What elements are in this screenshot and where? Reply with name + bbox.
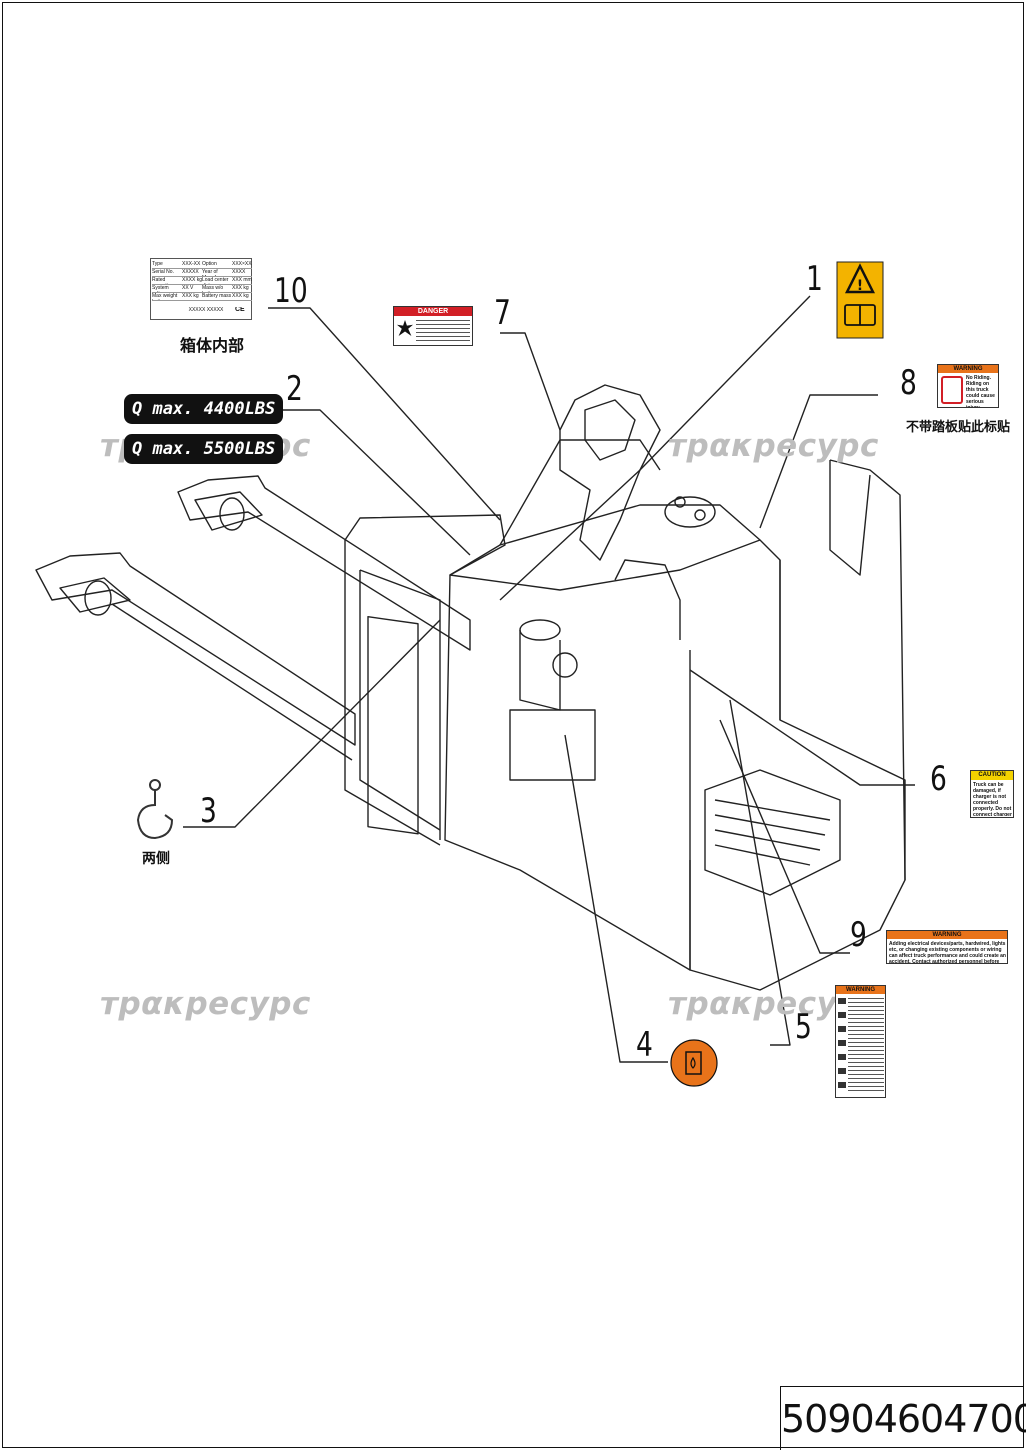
ce-mark: CE xyxy=(235,307,245,313)
nameplate-cell: XX V xyxy=(182,285,202,293)
nameplate-cell: Option xyxy=(202,261,232,269)
nameplate-cell: XXX kg xyxy=(232,285,252,293)
nameplate-cell: XXX-XX xyxy=(182,261,202,269)
caption-nameplate-location: 箱体内部 xyxy=(180,336,245,355)
caution-6-head: CAUTION xyxy=(971,771,1013,780)
callout-1: 1 xyxy=(806,259,823,299)
caption-no-pedal-note: 不带踏板贴此标贴 xyxy=(906,420,1011,435)
warning-5-head: WARNING xyxy=(836,986,885,994)
callout-9: 9 xyxy=(850,915,867,955)
danger-label: DANGER xyxy=(393,306,473,346)
nameplate-cell: XXXX kg xyxy=(182,277,202,285)
danger-label-head: DANGER xyxy=(394,307,472,316)
caution-6-body: Truck can be damaged, if charger is not … xyxy=(973,782,1012,816)
nameplate-cell: Serial No. xyxy=(152,269,182,277)
danger-text-lines xyxy=(416,320,470,342)
svg-text:!: ! xyxy=(857,278,863,294)
nameplate-cell: Rated capacity xyxy=(152,277,182,285)
warning-operation-label: WARNING xyxy=(835,985,886,1098)
nameplate-footer: XXXXX XXXXX xyxy=(188,307,224,313)
capacity-badge-5500: Q max. 5500LBS xyxy=(124,434,284,464)
nameplate-cell: System voltage xyxy=(152,285,182,293)
warning-9-head: WARNING xyxy=(887,931,1007,939)
no-riding-icon xyxy=(941,376,963,404)
nameplate-cell: Mass w/o battery xyxy=(202,285,232,293)
part-number: 509046047004 xyxy=(780,1386,1026,1450)
nameplate-cell: XXXXX xyxy=(182,269,202,277)
explosion-icon xyxy=(397,320,413,336)
callout-10: 10 xyxy=(274,271,308,311)
warning-8-body: No Riding. Riding on this truck could ca… xyxy=(966,375,995,407)
callout-8: 8 xyxy=(900,363,917,403)
nameplate-cell: XXX kg xyxy=(182,293,202,301)
nameplate-cell: Load center distance xyxy=(202,277,232,285)
callout-2: 2 xyxy=(286,369,303,409)
watermark: трακресурс xyxy=(100,986,311,1022)
nameplate-cell: Type xyxy=(152,261,182,269)
nameplate-cell: XXX×XXX xyxy=(232,261,252,269)
callout-3: 3 xyxy=(200,791,217,831)
callout-5: 5 xyxy=(795,1007,812,1047)
nameplate-cell: Max weight battery xyxy=(152,293,182,301)
nameplate-cell: Battery mass xyxy=(202,293,232,301)
pictogram-column xyxy=(838,998,846,1094)
warning-electrical-label: WARNING Adding electrical devices/parts,… xyxy=(886,930,1008,964)
callout-7: 7 xyxy=(494,293,511,333)
caution-charger-label: CAUTION Truck can be damaged, if charger… xyxy=(970,770,1014,818)
nameplate-cell: Year of Manuf. xyxy=(202,269,232,277)
warning-no-riding-label: WARNING No Riding. Riding on this truck … xyxy=(937,364,999,408)
nameplate-cell: XXX mm xyxy=(232,277,252,285)
callout-4: 4 xyxy=(636,1025,653,1065)
callout-6: 6 xyxy=(930,759,947,799)
capacity-badge-4400: Q max. 4400LBS xyxy=(124,394,284,424)
nameplate-cell: XXXX xyxy=(232,269,252,277)
watermark: трακресурс xyxy=(668,428,879,464)
warning-9-body: Adding electrical devices/parts, hardwir… xyxy=(889,941,1006,963)
nameplate-cell: XXX kg xyxy=(232,293,252,301)
warning-5-text-lines xyxy=(848,998,884,1094)
warning-8-head: WARNING xyxy=(938,365,998,373)
caption-hook-location: 两侧 xyxy=(142,851,170,867)
